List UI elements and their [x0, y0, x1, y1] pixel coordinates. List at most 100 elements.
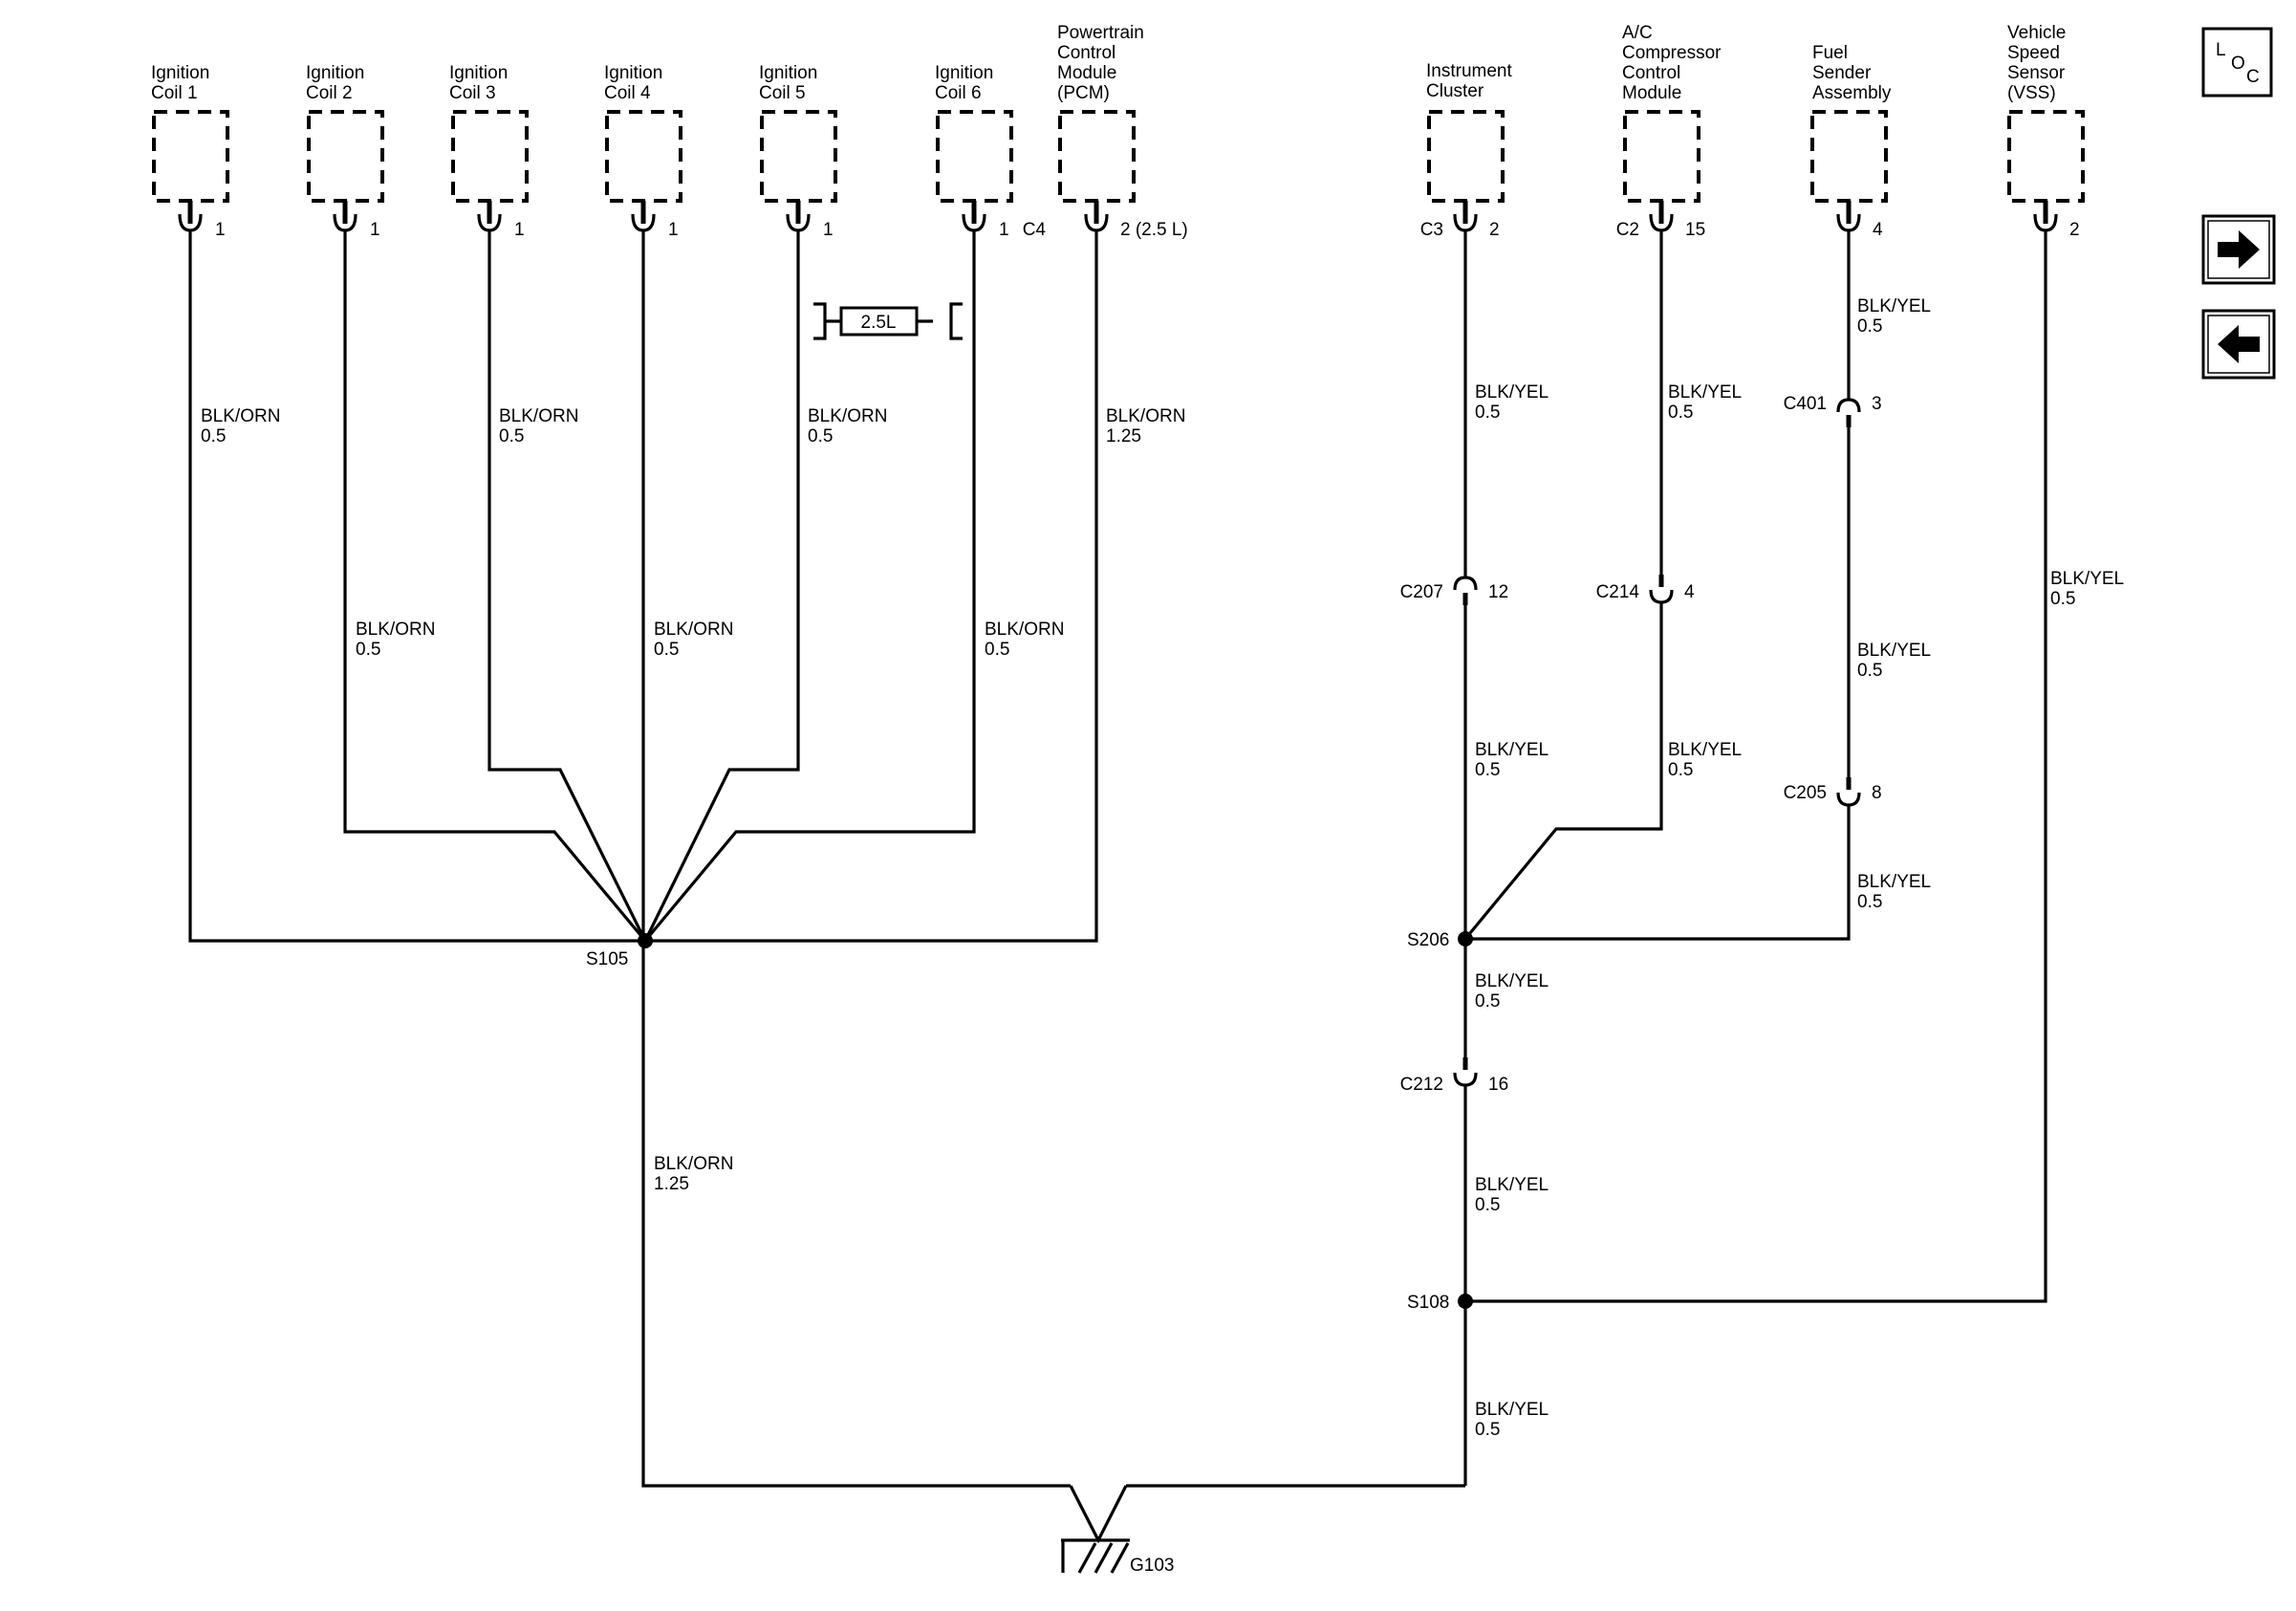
- location-view-button[interactable]: L O C: [2201, 27, 2273, 98]
- loc-letter-o: O: [2231, 54, 2245, 74]
- connector-name-c205: C205: [1784, 783, 1827, 803]
- connector-pin-c214: 4: [1684, 582, 1695, 602]
- blk-yel-ground-circuit: [1126, 230, 2047, 1488]
- pin-number-vss: 2: [2069, 220, 2080, 240]
- component-box-coil6: [936, 110, 1013, 203]
- terminal-connector: [2033, 201, 2058, 232]
- next-page-button[interactable]: [2201, 214, 2276, 285]
- component-label-coil2: Ignition Coil 2: [306, 63, 370, 103]
- terminal-connector: [1453, 201, 1478, 232]
- terminal-connector: [631, 201, 656, 232]
- component-box-vss: [2007, 110, 2085, 203]
- pin-number-pcm: 2 (2.5 L): [1120, 220, 1188, 240]
- arrow-right-icon: [2218, 230, 2260, 269]
- component-box-instrument-cluster: [1427, 110, 1505, 203]
- connector-name-c2: C2: [1616, 220, 1639, 240]
- terminal-connector: [1084, 201, 1109, 232]
- loc-letter-l: L: [2216, 40, 2226, 60]
- inline-connector-symbol: [1453, 576, 1478, 605]
- inline-connector-symbol: [1836, 777, 1861, 807]
- component-label-coil3: Ignition Coil 3: [449, 63, 513, 103]
- component-box-fuel-sender: [1810, 110, 1888, 203]
- connector-name-c212: C212: [1400, 1075, 1443, 1095]
- inline-connector-symbol: [1453, 1057, 1478, 1087]
- splice-label-s105: S105: [586, 949, 628, 969]
- engine-option-tag: 2.5L: [861, 313, 897, 333]
- pin-number-coil2: 1: [370, 220, 380, 240]
- ground-symbol: [1061, 1485, 1130, 1574]
- pin-number-coil6: 1: [999, 220, 1009, 240]
- pin-number-coil3: 1: [514, 220, 525, 240]
- component-label-ac-compressor-module: A/C Compressor Control Module: [1622, 23, 1726, 103]
- connector-name-c401: C401: [1784, 394, 1827, 414]
- pin-number-fuel-sender: 4: [1873, 220, 1883, 240]
- pin-number-instrument-cluster: 2: [1489, 220, 1500, 240]
- component-label-instrument-cluster: Instrument Cluster: [1426, 61, 1517, 101]
- component-label-coil6: Ignition Coil 6: [935, 63, 999, 103]
- blk-orn-ground-circuit: [188, 230, 1098, 1488]
- inline-connectors: [1453, 398, 1861, 1087]
- loc-letter-c: C: [2246, 67, 2260, 87]
- arrow-left-icon: [2218, 325, 2260, 363]
- terminal-connector: [178, 201, 203, 232]
- component-label-pcm: Powertrain Control Module (PCM): [1057, 23, 1149, 103]
- terminal-connector: [1836, 201, 1861, 232]
- component-label-fuel-sender: Fuel Sender Assembly: [1812, 43, 1892, 103]
- terminal-connector: [962, 201, 986, 232]
- previous-page-button[interactable]: [2201, 309, 2276, 380]
- ground-label-g103: G103: [1130, 1556, 1174, 1576]
- connector-pin-c207: 12: [1488, 582, 1508, 602]
- terminal-connector: [333, 201, 357, 232]
- component-box-coil4: [605, 110, 682, 203]
- pin-number-coil4: 1: [668, 220, 679, 240]
- connector-name-c4: C4: [1023, 220, 1047, 240]
- terminal-connectors: [178, 201, 2058, 232]
- engine-option-bracket: 2.5L: [813, 302, 963, 340]
- component-label-coil4: Ignition Coil 4: [604, 63, 668, 103]
- inline-connector-symbol: [1836, 398, 1861, 427]
- component-box-coil5: [760, 110, 837, 203]
- component-label-coil1: Ignition Coil 1: [151, 63, 215, 103]
- component-box-coil1: [152, 110, 229, 203]
- inline-connector-symbol: [1649, 575, 1674, 604]
- splice-s105: [638, 933, 653, 948]
- terminal-connector: [1649, 201, 1674, 232]
- connector-name-c214: C214: [1596, 582, 1640, 602]
- pin-number-coil1: 1: [215, 220, 226, 240]
- splice-label-s108: S108: [1407, 1293, 1449, 1313]
- splice-s206: [1458, 931, 1473, 947]
- component-box-coil3: [451, 110, 529, 203]
- pin-number-ac-compressor-module: 15: [1685, 220, 1705, 240]
- connector-name-c3: C3: [1420, 220, 1443, 240]
- splice-s108: [1458, 1294, 1473, 1309]
- splice-label-s206: S206: [1407, 930, 1449, 950]
- terminal-connector: [786, 201, 811, 232]
- connector-name-c207: C207: [1400, 582, 1443, 602]
- component-box-ac-compressor-module: [1623, 110, 1700, 203]
- component-box-pcm: [1058, 110, 1136, 203]
- connector-pin-c401: 3: [1872, 394, 1882, 414]
- pin-number-coil5: 1: [823, 220, 834, 240]
- terminal-connector: [477, 201, 502, 232]
